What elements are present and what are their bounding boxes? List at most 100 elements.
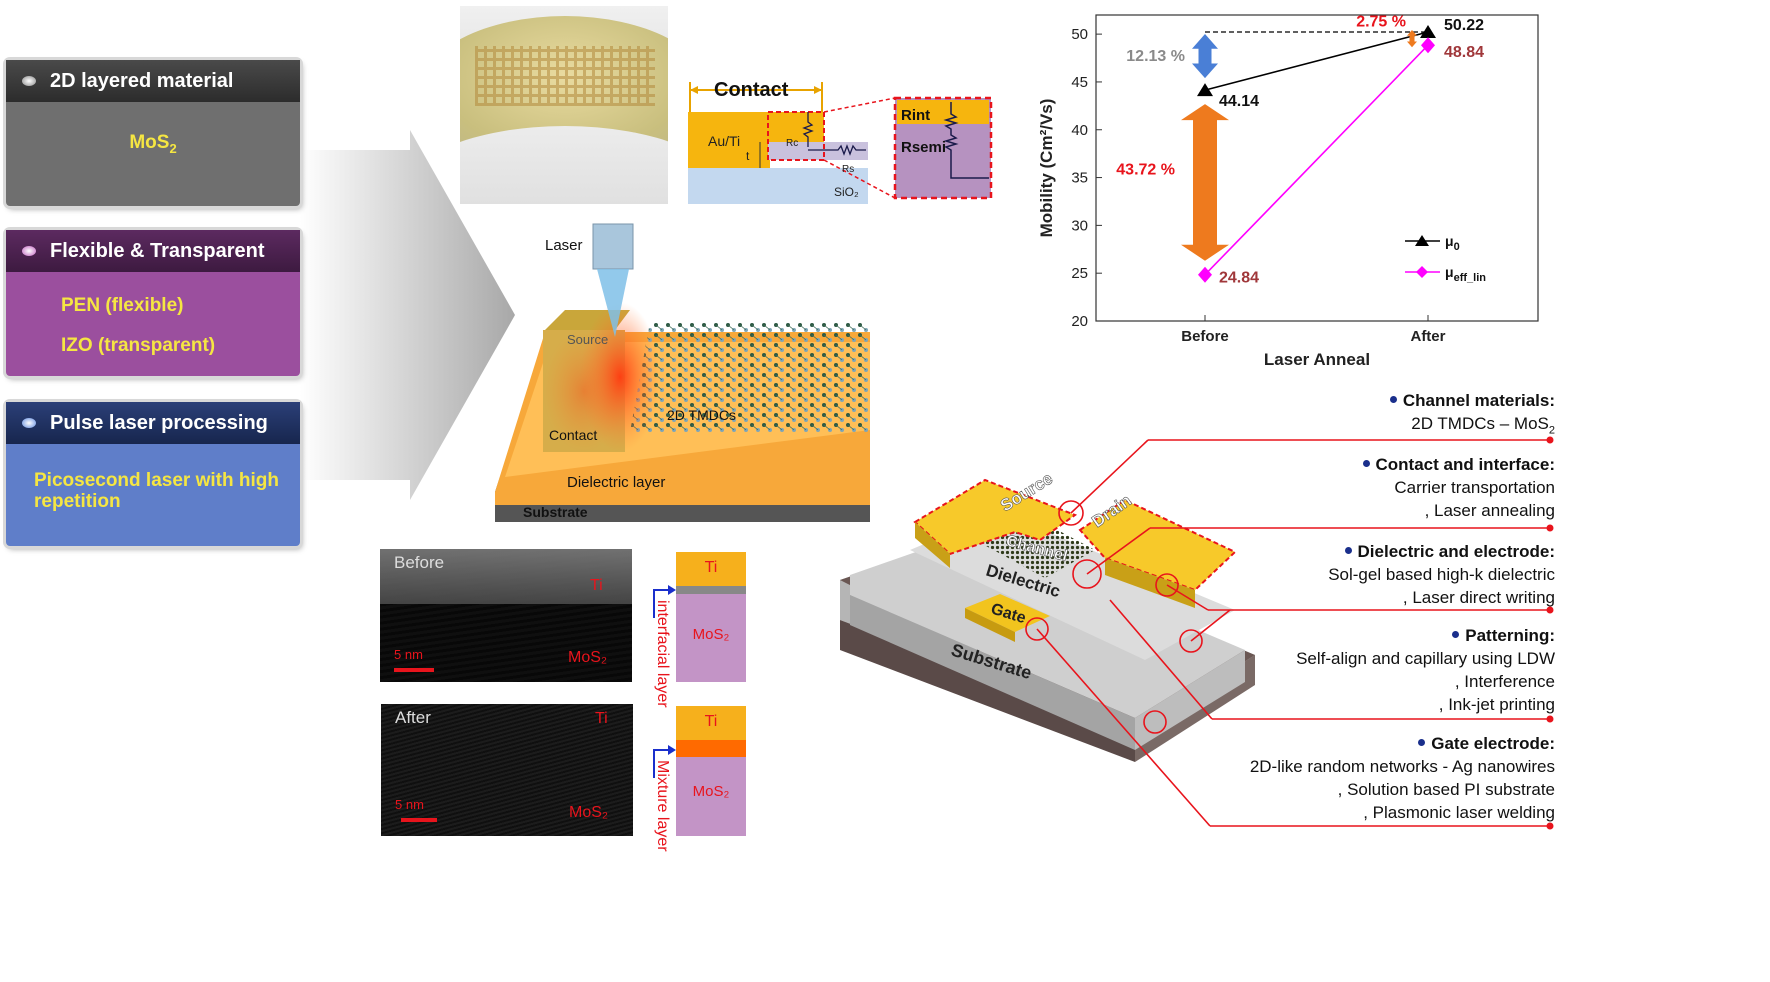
data-label: 50.22 [1444,17,1484,34]
tem-before-image: Before Ti MoS₂ 5 nm [380,549,632,682]
annotation: 2.75 % [1356,13,1406,30]
tem-mos2-label: MoS₂ [569,804,609,821]
bullet-icon [1389,396,1397,403]
y-tick-label: 30 [1071,217,1088,234]
legend-marker [1415,235,1429,246]
feature-line: Self-align and capillary using LDW [1296,649,1555,668]
ti-box: Ti [676,552,746,586]
arrow-icon [653,585,676,618]
bullet-icon [22,76,36,86]
y-tick-label: 25 [1071,265,1088,282]
feature-heading: Channel materials: [1402,391,1555,410]
feature-heading: Dielectric and electrode: [1357,542,1555,561]
card-line: MoS2 [129,132,177,156]
feature-line: 2D-like random networks - Ag nanowires [1249,757,1555,776]
bullet-icon [1452,631,1460,638]
rc-label: Rc [786,138,798,149]
annotation: 43.72 % [1116,162,1175,179]
series-line [1204,31,1429,91]
scale-bar-label: 5 nm [394,647,423,662]
feature-line: , Plasmonic laser welding [1363,803,1555,822]
gap-arrow-icon [1192,34,1218,79]
data-label: 44.14 [1219,93,1259,110]
tmdc-label: 2D TMDCs [667,407,736,423]
feature-contact: Contact and interface: Carrier transport… [1362,453,1555,522]
plot-frame [1095,14,1539,322]
contact-title: Contact [714,79,789,101]
feature-heading: Contact and interface: [1375,455,1555,474]
interfacial-layer-label: interfacial layer [654,600,671,708]
feature-line: , Laser annealing [1424,501,1555,520]
y-tick-label: 20 [1071,313,1088,330]
feature-line: , Interference [1454,672,1555,691]
ti-box: Ti [676,706,746,740]
feature-line: , Ink-jet printing [1438,695,1555,714]
series-line [1204,44,1429,276]
interfacial-layer-box [676,586,746,594]
y-tick-label: 40 [1071,122,1088,139]
feature-line: 2D TMDCs – MoS2 [1411,414,1555,437]
tem-after-label: After [395,708,431,727]
annotation: 12.13 % [1126,48,1185,65]
y-tick-label: 50 [1071,26,1088,43]
mos2-box: MoS₂ [676,757,746,836]
feature-line: , Solution based PI substrate [1337,780,1555,799]
bullet-icon [1344,547,1352,554]
feature-channel: Channel materials: 2D TMDCs – MoS2 [1389,389,1555,442]
feature-list: Channel materials: 2D TMDCs – MoS2 Conta… [1200,389,1555,829]
mos2-box: MoS₂ [676,594,746,682]
feature-line: Sol-gel based high-k dielectric [1328,565,1555,584]
rint-label: Rint [901,107,930,124]
data-label: 24.84 [1219,270,1259,287]
card-line: PEN (flexible) [61,295,184,316]
data-label: 48.84 [1444,44,1484,61]
tem-after-image: After Ti MoS₂ 5 nm [381,704,633,836]
tem-ti-label: Ti [590,577,603,594]
bullet-icon [1418,739,1426,746]
card-title: Pulse laser processing [50,411,268,434]
dielectric-label: Dielectric layer [567,474,665,491]
card-laser: Pulse laser processing Picosecond laser … [6,402,300,546]
substrate-label: Substrate [523,504,588,520]
flexible-wafer-photo [460,6,668,204]
annotations-group: 44.14 50.22 24.84 48.84 12.13 % 43.72 % 2.75 % [1116,13,1484,286]
feature-heading: Patterning: [1465,626,1555,645]
feature-line: , Laser direct writing [1402,588,1555,607]
feature-line: Carrier transportation [1394,478,1555,497]
x-tick-label: After [1410,328,1445,345]
tem-before-label: Before [394,553,445,572]
feature-dielectric: Dielectric and electrode: Sol-gel based … [1328,540,1555,609]
oxide-label: SiO₂ [834,185,859,199]
metal-label: Au/Ti [708,133,740,149]
card-line: IZO (transparent) [61,335,216,356]
card-line: Picosecond laser with high repetition [34,470,279,512]
y-tick-label: 35 [1071,170,1088,187]
bullet-icon [22,418,36,428]
data-point [1197,83,1213,97]
scale-bar [394,668,434,672]
laser-device-3d: Laser Source 2D TMDCs Contact Dielectric… [495,223,870,522]
card-title: 2D layered material [50,69,234,92]
feature-patterning: Patterning: Self-align and capillary usi… [1296,624,1555,716]
mixture-layer-box [676,740,746,757]
scale-bar [401,818,437,822]
card-flexible: Flexible & Transparent PEN (flexible) IZ… [6,230,300,376]
data-point [1420,25,1436,39]
scale-bar-label: 5 nm [395,797,424,812]
y-axis: 20 25 30 35 40 45 50 [1071,26,1102,330]
feature-heading: Gate electrode: [1431,734,1555,753]
card-header: Pulse laser processing [6,402,300,444]
card-header: 2D layered material [6,60,300,102]
laser-label: Laser [545,237,583,254]
legend-marker [1416,266,1428,278]
arrow-icon [653,745,676,778]
data-point [1198,266,1212,283]
data-point [1421,37,1435,54]
y-tick-label: 45 [1071,74,1088,91]
gap-arrow-icon [1407,30,1417,48]
thickness-label: t [746,149,750,163]
card-2d-material: 2D layered material MoS2 [6,60,300,206]
